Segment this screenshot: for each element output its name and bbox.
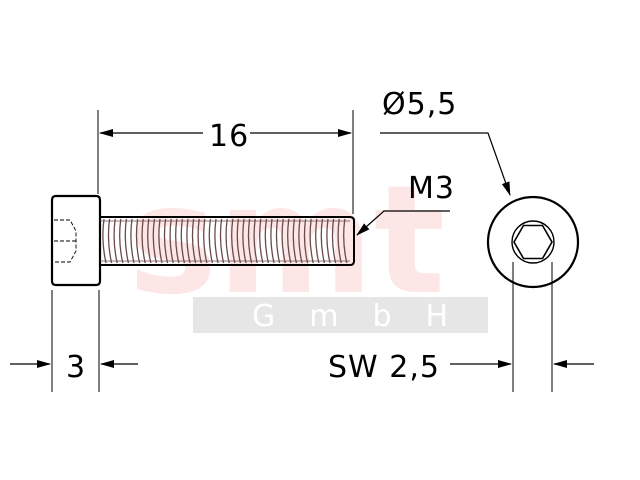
thread-crest (152, 218, 158, 264)
thread-crest (124, 218, 130, 264)
thread-crest (292, 218, 298, 264)
thread-crest (259, 218, 264, 264)
socket-size-label: SW 2,5 (328, 350, 440, 385)
thread-crest (270, 218, 275, 264)
thread-crest (163, 218, 169, 264)
thread-crest (287, 218, 292, 264)
watermark-band (193, 297, 488, 333)
screw-shank (100, 216, 355, 266)
thread-dimension: M3 (356, 171, 455, 236)
thread-crest (331, 218, 337, 264)
head-height-dimension: 3 (10, 290, 138, 392)
thread-crest (236, 218, 242, 264)
thread-crest (315, 218, 320, 264)
thread-crest (203, 218, 208, 264)
thread-crest (214, 218, 219, 264)
thread-crest (175, 218, 180, 264)
thread-crest (320, 218, 326, 264)
thread-crest (231, 218, 236, 264)
thread-crest (135, 218, 141, 264)
thread-crest (208, 218, 214, 264)
thread-crest (309, 218, 314, 264)
hex-socket (513, 224, 553, 260)
thread-crest (219, 218, 225, 264)
thread-crest (197, 218, 202, 264)
thread-crest (186, 218, 191, 264)
watermark-company-form: GmbH (252, 299, 482, 334)
socket-circle (511, 220, 555, 264)
thread-crest (275, 218, 281, 264)
thread-crest (303, 218, 309, 264)
thread-crest (180, 218, 186, 264)
length-label: 16 (209, 119, 249, 154)
thread-crest (107, 218, 113, 264)
head-outline-circle (486, 195, 580, 289)
screw-head (50, 194, 102, 287)
length-dimension: 16 (97, 110, 354, 214)
thread-crest (298, 218, 303, 264)
thread-crest (343, 218, 348, 264)
head-diameter-dimension: Ø5,5 (380, 87, 511, 196)
thread-crest (130, 218, 135, 264)
screw-side-view (50, 194, 355, 287)
thread-crest (169, 218, 174, 264)
thread-crest (326, 218, 331, 264)
thread-pattern (100, 218, 350, 264)
thread-crest (158, 218, 163, 264)
thread-crest (264, 218, 270, 264)
thread-crest (247, 218, 253, 264)
thread-crest (281, 218, 286, 264)
screw-end-view (486, 195, 580, 289)
thread-crest (191, 218, 197, 264)
thread-crest (242, 218, 247, 264)
socket-size-dimension: SW 2,5 (328, 262, 594, 392)
thread-label: M3 (408, 171, 455, 206)
thread-crest (113, 218, 118, 264)
thread-crest (337, 218, 342, 264)
head-height-label: 3 (66, 350, 86, 385)
thread-crest (102, 218, 107, 264)
thread-crest (253, 218, 258, 264)
head-diameter-label: Ø5,5 (382, 87, 457, 122)
thread-crest (141, 218, 146, 264)
thread-crest (225, 218, 230, 264)
thread-crest (119, 218, 124, 264)
thread-crest (147, 218, 152, 264)
